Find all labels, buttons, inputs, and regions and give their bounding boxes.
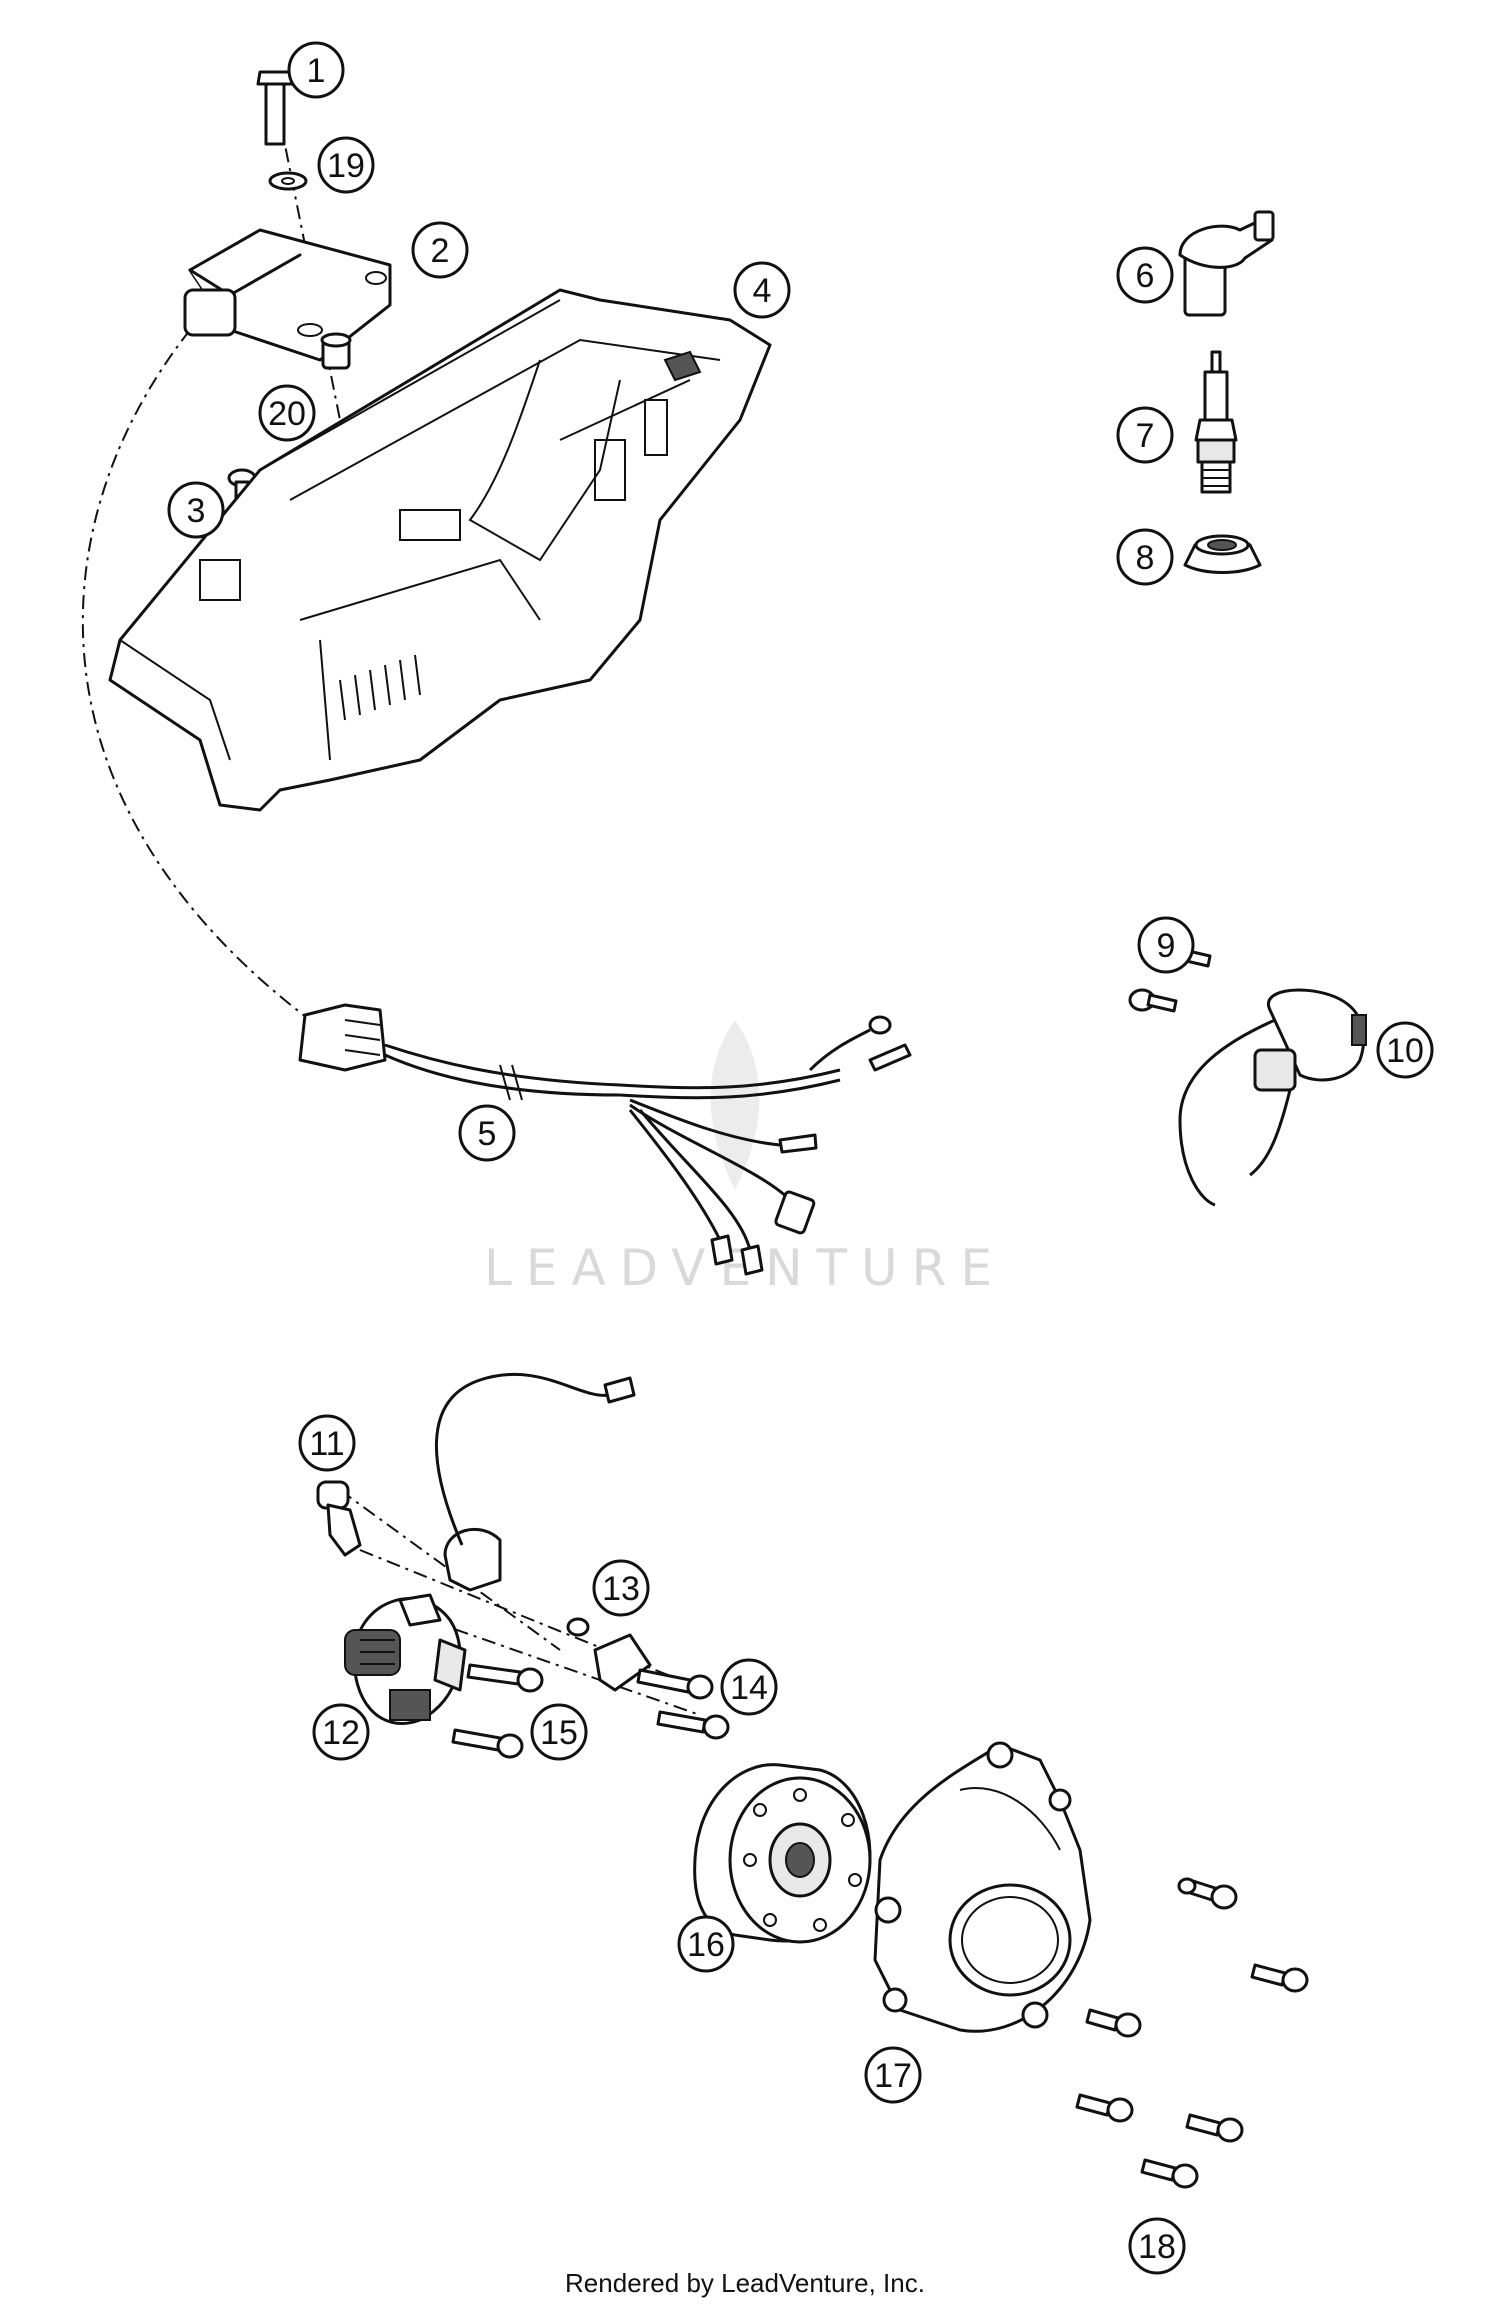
callout-19: 19 xyxy=(317,136,375,194)
svg-text:20: 20 xyxy=(268,395,306,433)
svg-text:9: 9 xyxy=(1157,927,1176,965)
ecu-2 xyxy=(183,228,392,362)
callout-12: 12 xyxy=(312,1703,370,1761)
grommet-20 xyxy=(320,332,352,370)
washer-19 xyxy=(268,171,308,191)
callout-20: 20 xyxy=(258,384,316,442)
bolt-18b xyxy=(1085,2008,1142,2038)
callout-13: 13 xyxy=(592,1559,650,1617)
bolt-18f xyxy=(1140,2158,1199,2189)
svg-text:5: 5 xyxy=(478,1115,497,1153)
callout-9: 9 xyxy=(1137,916,1195,974)
flywheel-holes xyxy=(743,1788,862,1932)
callout-11: 11 xyxy=(298,1414,356,1472)
bolt-15b xyxy=(451,1728,524,1759)
bolt-18e xyxy=(1075,2093,1134,2123)
callout-16: 16 xyxy=(677,1915,735,1973)
clamp-13 xyxy=(566,1617,652,1692)
callout-17: 17 xyxy=(864,2046,922,2104)
bolt-14a xyxy=(636,1668,714,1700)
svg-text:16: 16 xyxy=(687,1926,725,1964)
screw-1 xyxy=(256,70,294,146)
bolt-18a xyxy=(1177,1877,1238,1910)
callout-5: 5 xyxy=(458,1104,516,1162)
svg-text:10: 10 xyxy=(1386,1032,1424,1070)
bolt-18d xyxy=(1185,2113,1244,2143)
svg-text:11: 11 xyxy=(309,1425,344,1463)
callout-4: 4 xyxy=(733,261,791,319)
svg-text:8: 8 xyxy=(1136,539,1155,577)
svg-text:4: 4 xyxy=(753,272,772,310)
ignition-cover-17 xyxy=(873,1741,1092,2033)
svg-text:15: 15 xyxy=(540,1714,578,1752)
watermark: LEADVENTURE xyxy=(484,1020,1006,1297)
callout-1: 1 xyxy=(287,41,345,99)
watermark-flame-icon xyxy=(710,1020,760,1190)
wiring-harness-5 xyxy=(298,1003,912,1276)
callout-6: 6 xyxy=(1116,246,1174,304)
svg-text:14: 14 xyxy=(730,1669,768,1707)
svg-text:18: 18 xyxy=(1138,2228,1176,2266)
svg-text:7: 7 xyxy=(1136,417,1155,455)
svg-text:12: 12 xyxy=(322,1714,360,1752)
callout-15: 15 xyxy=(530,1703,588,1761)
pickup-sensor-11 xyxy=(316,1372,636,1592)
seal-8 xyxy=(1183,534,1262,574)
bolt-15a xyxy=(466,1663,544,1693)
leader-line-ecu-to-harness xyxy=(81,329,311,1021)
bolt-18c xyxy=(1250,1963,1309,1993)
footer-credit: Rendered by LeadVenture, Inc. xyxy=(565,2268,925,2298)
callout-10: 10 xyxy=(1376,1021,1434,1079)
callout-18: 18 xyxy=(1128,2217,1186,2275)
spark-plug-cap-6 xyxy=(1178,210,1275,317)
flywheel-16 xyxy=(693,1763,872,1944)
ignition-coil-10 xyxy=(1178,988,1367,1207)
svg-text:6: 6 xyxy=(1136,257,1155,295)
housing-ribs xyxy=(339,654,421,721)
callout-3: 3 xyxy=(167,481,225,539)
svg-text:13: 13 xyxy=(602,1570,640,1608)
svg-text:3: 3 xyxy=(187,492,206,530)
svg-text:17: 17 xyxy=(874,2057,912,2095)
callout-7: 7 xyxy=(1116,406,1174,464)
leader-line-15 xyxy=(399,1609,701,1716)
bolt-9b xyxy=(1128,988,1178,1013)
svg-text:2: 2 xyxy=(431,232,450,270)
callout-8: 8 xyxy=(1116,528,1174,586)
callout-14: 14 xyxy=(720,1658,778,1716)
callout-2: 2 xyxy=(411,221,469,279)
bolt-14b xyxy=(656,1710,730,1740)
svg-text:19: 19 xyxy=(327,147,365,185)
tray-housing-4 xyxy=(108,288,772,812)
watermark-text: LEADVENTURE xyxy=(484,1239,1006,1297)
spark-plug-7 xyxy=(1194,350,1238,494)
svg-text:1: 1 xyxy=(307,52,326,90)
stator-12 xyxy=(344,1593,467,1725)
